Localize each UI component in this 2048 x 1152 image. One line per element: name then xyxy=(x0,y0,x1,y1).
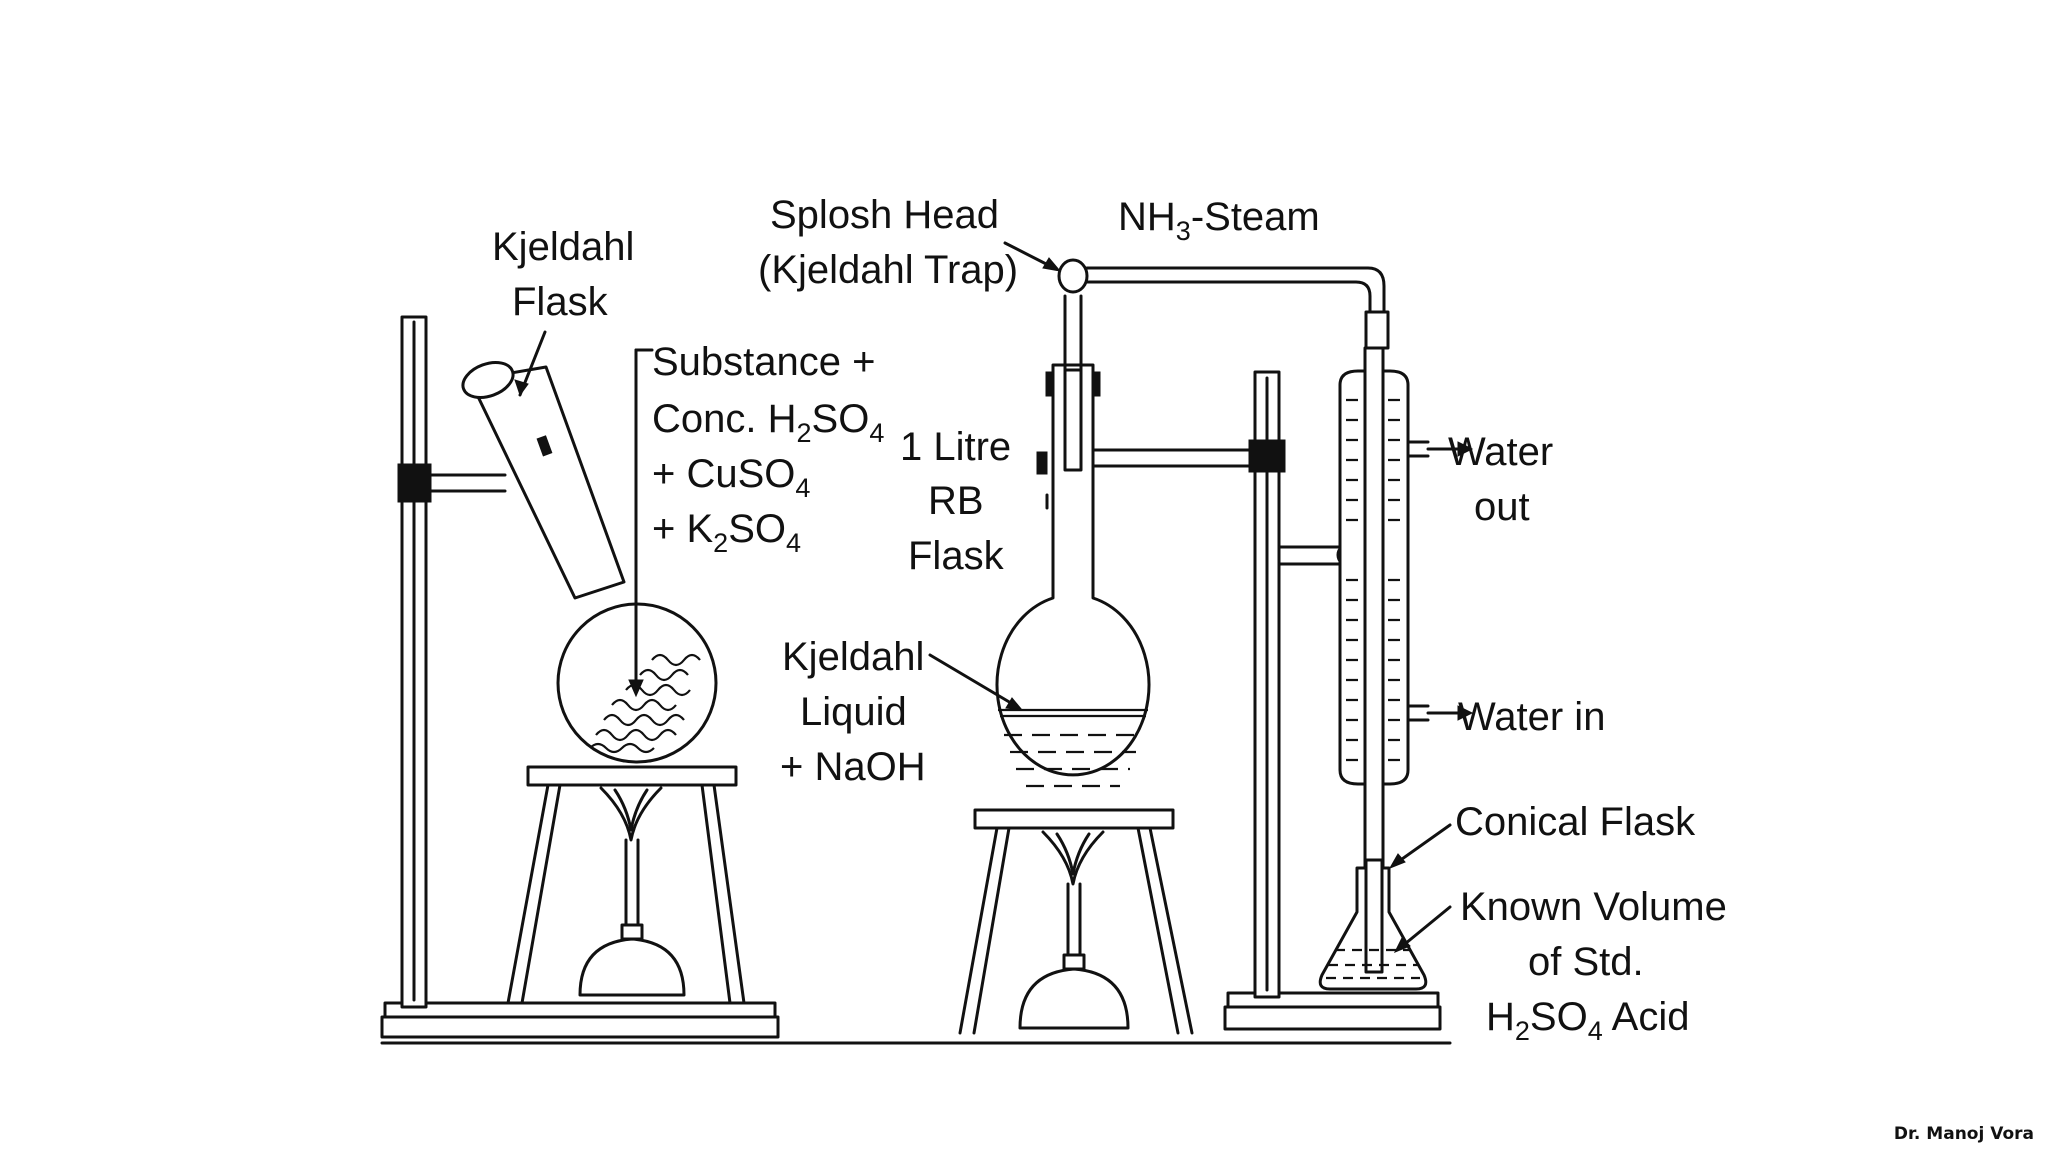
label-known-volume: Known Volume of Std. xyxy=(1460,885,1738,984)
labels: Kjeldahl Flask Substance + Conc. H2SO4 +… xyxy=(492,193,1738,1046)
label-splash-head: Splosh Head (Kjeldahl Trap) xyxy=(758,193,1018,292)
label-water-out: Water out xyxy=(1448,430,1564,529)
digest-mixture xyxy=(589,653,701,754)
label-kjeldahl-flask: Kjeldahl Flask xyxy=(492,225,645,324)
label-nh3-steam: NH3-Steam xyxy=(1118,195,1320,246)
splash-head-delivery-tube xyxy=(1057,258,1390,350)
label-substance: Substance + xyxy=(652,340,876,384)
left-tripod-burner xyxy=(506,765,746,1005)
label-water-in: Water in xyxy=(1458,695,1605,739)
label-substance-k2so4: + K2SO4 xyxy=(652,507,801,558)
label-kjeldahl-liquid: Kjeldahl Liquid + NaOH xyxy=(780,635,935,789)
label-substance-cuso4: + CuSO4 xyxy=(652,452,810,503)
center-tripod-burner xyxy=(958,808,1194,1035)
rb-flask xyxy=(995,294,1151,788)
alkaline-liquid xyxy=(998,708,1148,788)
leader-lines xyxy=(514,241,1474,953)
label-std-acid: H2SO4 Acid xyxy=(1486,995,1689,1046)
liebig-condenser xyxy=(1338,346,1430,950)
conical-flask xyxy=(1318,858,1428,991)
left-retort-stand xyxy=(397,315,507,1009)
label-rb-flask: 1 Litre RB Flask xyxy=(900,425,1022,578)
author-credit: Dr. Manoj Vora xyxy=(1893,1124,2034,1144)
right-retort-stand xyxy=(1091,370,1368,999)
bench-line xyxy=(380,991,1452,1045)
label-conical-flask: Conical Flask xyxy=(1455,800,1696,844)
label-substance-conc: Conc. H2SO4 xyxy=(652,397,884,448)
